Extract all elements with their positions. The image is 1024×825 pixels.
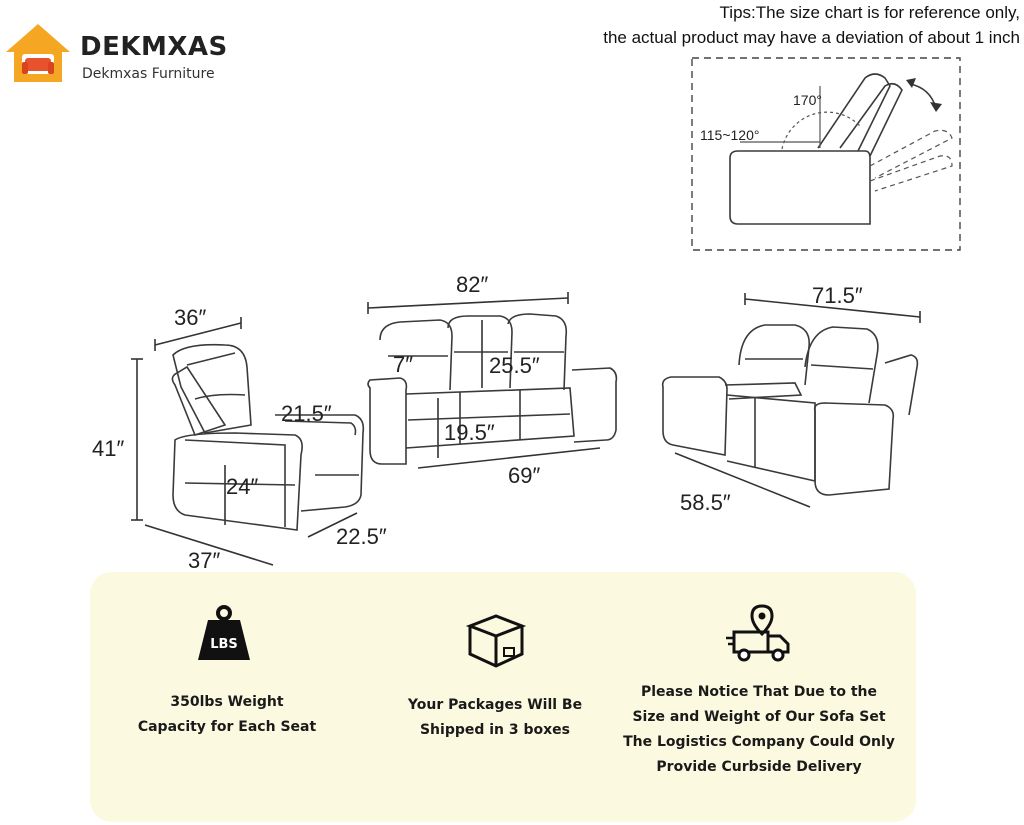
feature-weight-line-2: Capacity for Each Seat (137, 719, 317, 735)
brand-subtitle: Dekmxas Furniture (82, 66, 215, 82)
feature-delivery-line-4: Provide Curbside Delivery (656, 759, 862, 775)
feature-packages-line-1: Your Packages Will Be (407, 697, 583, 713)
feature-weight-line-1: 350lbs Weight (170, 694, 284, 710)
sofa-drawing (360, 280, 630, 480)
chair-height-label: 41″ (92, 436, 125, 461)
loveseat-depth-label: 58.5″ (680, 490, 731, 515)
tips-line-1: Tips:The size chart is for reference onl… (719, 3, 1020, 22)
tips-line-2: the actual product may have a deviation … (603, 28, 1020, 47)
sofa-arm-label: 7″ (393, 352, 414, 377)
feature-packages-line-2: Shipped in 3 boxes (419, 722, 571, 738)
feature-delivery-line-1: Please Notice That Due to the (640, 684, 878, 700)
feature-delivery-line-3: The Logistics Company Could Only (623, 734, 895, 750)
weight-icon-text: LBS (210, 637, 238, 652)
feature-panel (90, 572, 916, 822)
loveseat-width-label: 71.5″ (812, 283, 863, 308)
recline-angle-full: 170° (793, 92, 822, 108)
sofa-seat-height-label: 19.5″ (444, 420, 495, 445)
weight-lbs-icon: LBS (196, 604, 252, 662)
feature-packages: Your Packages Will Be Shipped in 3 boxes (390, 693, 600, 743)
feature-delivery-line-2: Size and Weight of Our Sofa Set (632, 709, 886, 725)
chair-depth-label: 22.5″ (336, 524, 387, 549)
size-tips: Tips:The size chart is for reference onl… (603, 0, 1020, 50)
chair-width-top-label: 36″ (174, 305, 207, 330)
delivery-truck-icon (726, 602, 792, 662)
recline-angle-range: 115~120° (700, 127, 760, 143)
package-box-icon (464, 610, 528, 668)
loveseat-drawing (655, 285, 930, 520)
recline-diagram (690, 56, 962, 252)
feature-delivery: Please Notice That Due to the Size and W… (606, 680, 912, 780)
chair-arm-height-label: 21.5″ (281, 401, 332, 426)
sofa-back-height-label: 25.5″ (489, 353, 540, 378)
sofa-width-label: 82″ (456, 272, 489, 297)
brand-name: DEKMXAS (80, 32, 228, 62)
chair-width-bottom-label: 37″ (188, 548, 221, 573)
brand-logo-icon (4, 22, 72, 84)
feature-weight: 350lbs Weight Capacity for Each Seat (120, 690, 334, 740)
sofa-seat-width-label: 69″ (508, 463, 541, 488)
recliner-chair-drawing (125, 315, 395, 575)
chair-seat-height-label: 24″ (226, 474, 259, 499)
